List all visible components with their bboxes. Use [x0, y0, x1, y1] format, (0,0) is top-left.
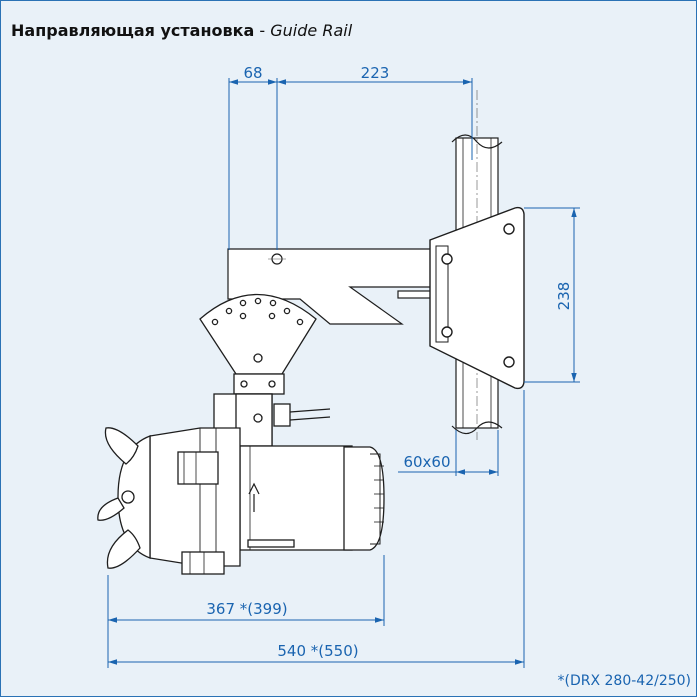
title-ru: Направляющая установка	[11, 21, 255, 40]
dimension-238: 238	[555, 282, 573, 311]
dimension-367: 367 *(399)	[206, 600, 287, 618]
mounting-plate	[429, 206, 525, 390]
mixer-unit	[97, 393, 385, 575]
dimension-223: 223	[361, 64, 390, 82]
model-footnote: *(DRX 280-42/250)	[557, 673, 692, 689]
title-en: Guide Rail	[270, 21, 353, 40]
dimension-rail-60x60: 60x60	[403, 453, 450, 471]
dimension-540: 540 *(550)	[277, 642, 358, 660]
title-separator: -	[254, 21, 271, 40]
drawing-title: Направляющая установка - Guide Rail	[11, 21, 352, 40]
dimension-68: 68	[243, 64, 262, 82]
dimension-lines	[107, 78, 580, 668]
fan-plate	[199, 293, 317, 395]
